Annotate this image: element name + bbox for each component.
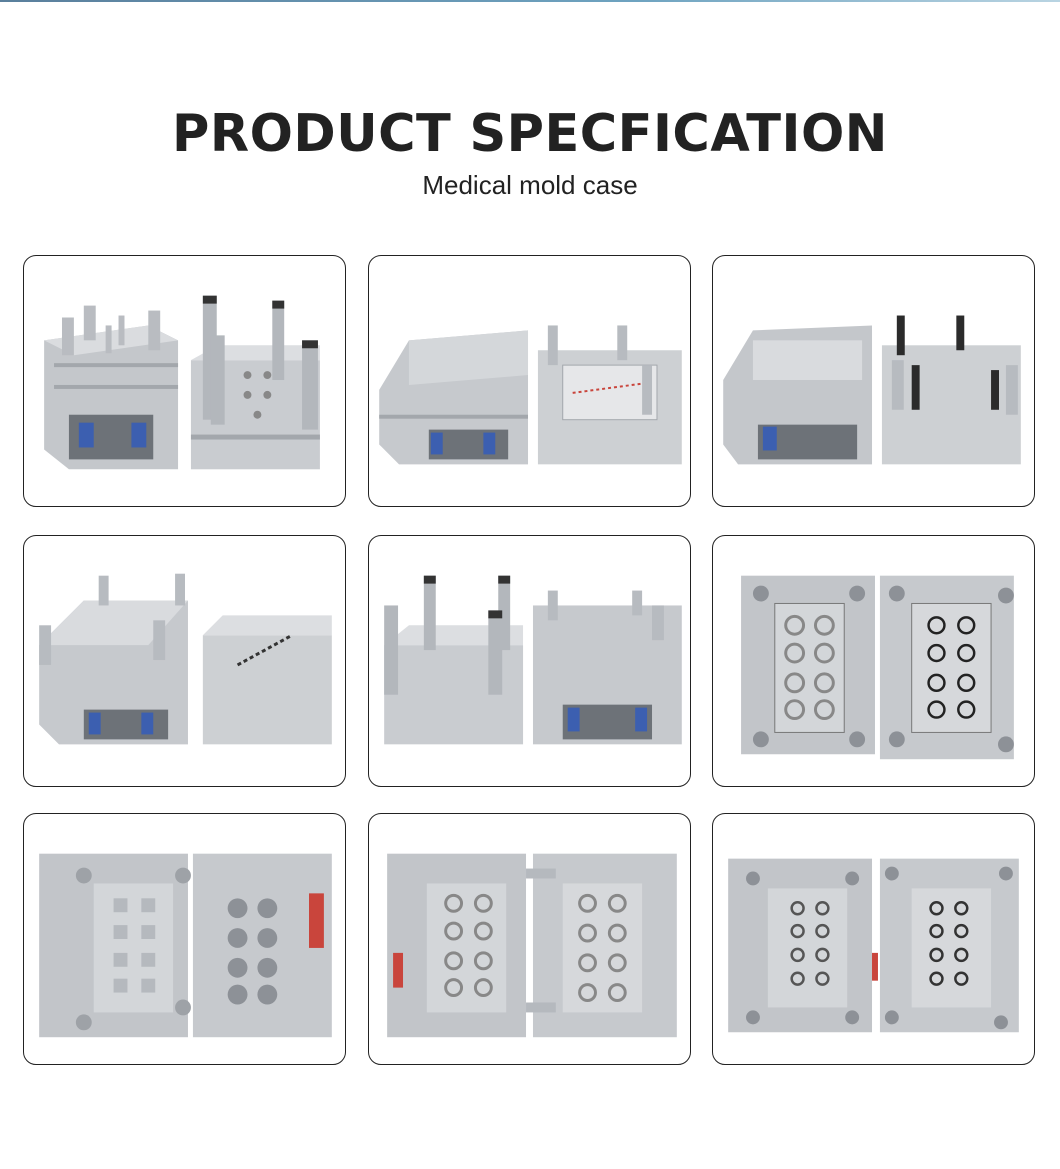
mold-runner-channel-image [39, 573, 332, 745]
mold-photo-9 [712, 813, 1035, 1065]
top-accent-bar [0, 0, 1060, 2]
mold-open-faces-image [728, 858, 1019, 1033]
mold-photo-7 [23, 813, 346, 1065]
mold-photo-2 [368, 255, 691, 507]
mold-photo-4 [23, 535, 346, 787]
mold-closed-pillars-image [44, 295, 320, 470]
mold-long-pillars-image [384, 575, 682, 745]
mold-open-red-locks-image [387, 853, 677, 1038]
mold-photo-8 [368, 813, 691, 1065]
mold-photo-1 [23, 255, 346, 507]
page-title: PRODUCT SPECFICATION [172, 104, 888, 164]
mold-open-cores-image [39, 853, 332, 1038]
mold-photo-6 [712, 535, 1035, 787]
mold-photo-3 [712, 255, 1035, 507]
mold-open-cavities-image [741, 575, 1014, 760]
page-subtitle: Medical mold case [422, 170, 638, 200]
mold-side-view-image [379, 325, 682, 465]
mold-photo-5 [368, 535, 691, 787]
mold-ejector-pins-image [723, 315, 1021, 465]
